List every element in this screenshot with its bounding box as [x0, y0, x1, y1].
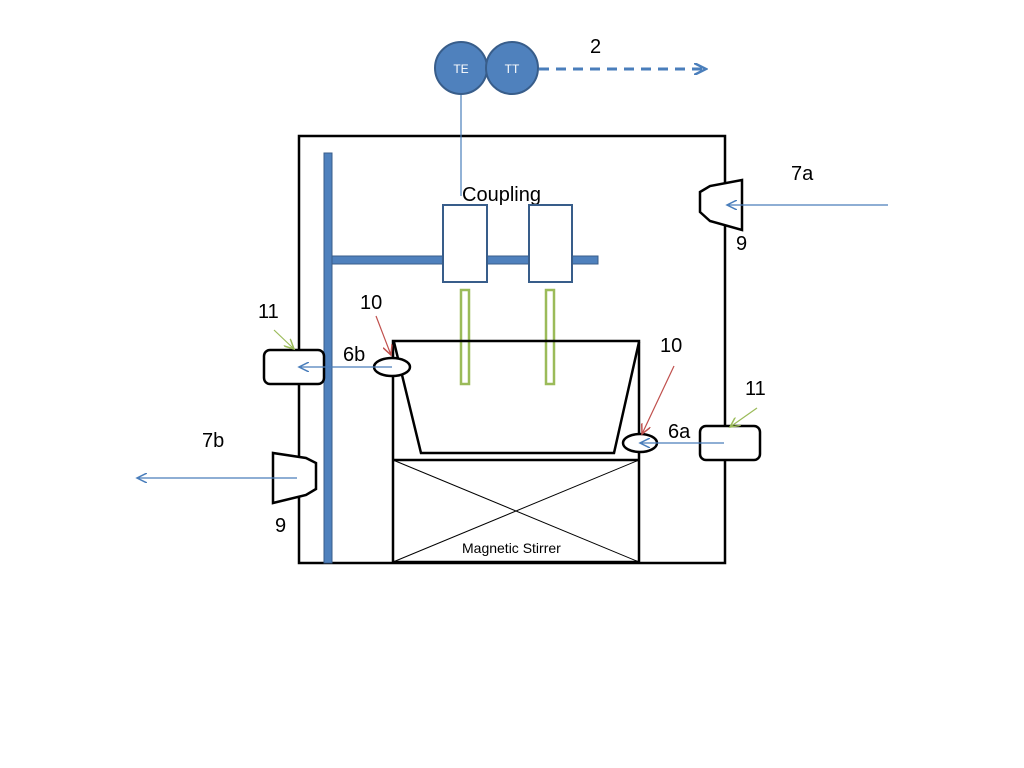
shaft-left	[459, 288, 471, 386]
coupling-left	[442, 204, 488, 283]
port-6b-label: 6b	[343, 344, 365, 366]
valve-right-label: 9	[736, 233, 747, 255]
outlet-label-7b: 7b	[202, 430, 224, 452]
valve-right	[698, 178, 744, 232]
tt-circle	[485, 41, 539, 95]
magnetic-stirrer-label: Magnetic Stirrer	[462, 540, 561, 556]
te-label: TE	[453, 62, 468, 76]
sensor-left-label: 11	[258, 301, 279, 323]
stirrer-diagonal-2	[392, 459, 640, 563]
coupling-right	[528, 204, 573, 283]
vessel-taper	[392, 341, 641, 455]
vessel-box	[391, 339, 641, 564]
probe-left-label: 10	[360, 292, 382, 314]
probe-right-pointer	[642, 365, 675, 434]
sensor-right-pointer	[730, 407, 758, 427]
coupling-label: Coupling	[462, 184, 541, 206]
signal-label-2: 2	[590, 36, 601, 58]
probe-right-label: 10	[660, 335, 682, 357]
sensor-right-label: 11	[745, 378, 766, 400]
inlet-label-7a: 7a	[791, 163, 814, 185]
tt-label: TT	[505, 62, 520, 76]
valve-left-label: 9	[275, 515, 286, 537]
shaft-right	[544, 288, 556, 386]
port-6a-label: 6a	[668, 421, 691, 443]
sensor-left-pointer	[273, 329, 294, 349]
probe-left-pointer	[375, 315, 391, 355]
